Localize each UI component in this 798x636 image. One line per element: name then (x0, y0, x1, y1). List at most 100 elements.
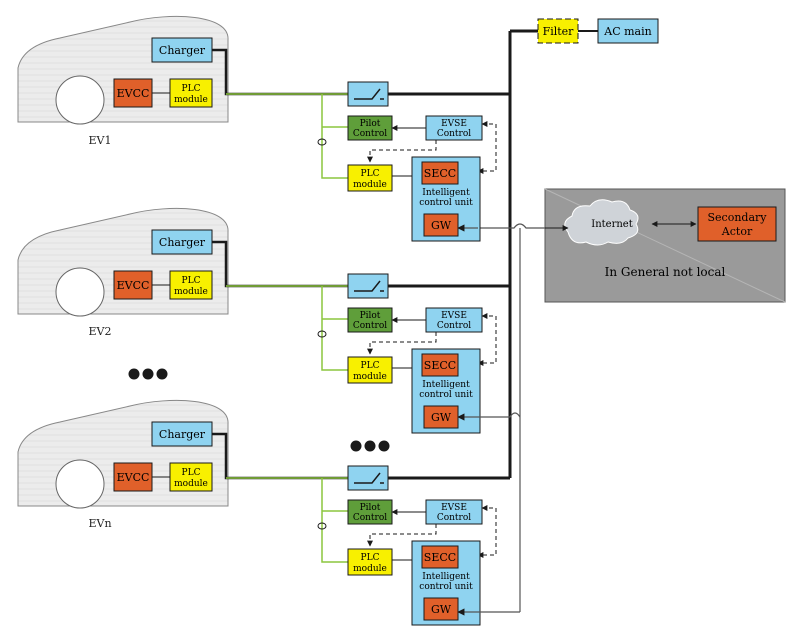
green-branch (321, 94, 348, 179)
station-plc-box (347, 356, 393, 384)
pilot-control-box (347, 115, 393, 141)
evcc-label: EVCC (117, 471, 150, 484)
evcc-box (113, 78, 153, 108)
car-plc-label-1: PLC (182, 468, 201, 478)
icu-label-1: Intelligent (422, 380, 470, 390)
ac-main-box (597, 18, 659, 44)
secondary-actor-label-2: Actor (721, 225, 753, 238)
car-wheel (55, 267, 105, 317)
charger-label: Charger (159, 236, 206, 249)
evse-control-label-1: EVSE (441, 311, 467, 321)
icu-label-2: control unit (419, 198, 473, 208)
contactor-box (347, 465, 389, 491)
ev-label: EV1 (89, 134, 112, 147)
secc-box (421, 353, 459, 377)
secc-label: SECC (424, 551, 456, 564)
comm-link (478, 223, 545, 229)
internet-cloud (564, 199, 639, 246)
car-plc-label-1: PLC (182, 84, 201, 94)
secondary-actor-box (697, 206, 777, 242)
secc-label: SECC (424, 167, 456, 180)
evse-control-label-2: Control (437, 129, 471, 139)
station-plc-label-2: module (353, 180, 387, 190)
ev-label: EVn (88, 517, 111, 530)
evse-control-label-1: EVSE (441, 503, 467, 513)
car-wheel (55, 459, 105, 509)
charger-label: Charger (159, 44, 206, 57)
ev-label: EV2 (89, 325, 112, 338)
evse-control-box (425, 307, 483, 333)
evse-control-label-1: EVSE (441, 119, 467, 129)
gw-comm-link (457, 412, 521, 421)
pilot-control-label-1: Pilot (360, 311, 381, 321)
contactor-box (347, 273, 389, 299)
secc-label: SECC (424, 359, 456, 372)
top-supply: Filter AC main (510, 18, 659, 44)
station-plc-label-2: module (353, 372, 387, 382)
charging-unit-n: Charger EVCC PLC module EVn Pilot Contro… (17, 399, 520, 626)
icu-label-2: control unit (419, 582, 473, 592)
car-plc-box (169, 462, 213, 492)
evcc-box (113, 270, 153, 300)
ellipsis-stations (350, 440, 390, 452)
charger-box (151, 229, 213, 255)
station-plc-box (347, 164, 393, 192)
ferrite-icon (317, 138, 327, 146)
secc-box (421, 545, 459, 569)
cloud-caption: In General not local (605, 265, 726, 279)
evse-plc-link (367, 332, 437, 355)
ellipsis-cars (128, 368, 168, 380)
cloud-panel: Internet Secondary Actor In General not … (544, 188, 786, 303)
station-plc-label-2: module (353, 564, 387, 574)
gw-label: GW (431, 411, 452, 424)
evcc-label: EVCC (117, 279, 150, 292)
charging-unit-1: Charger EVCC PLC module EV1 Pilot Contro… (17, 15, 510, 242)
green-branch (321, 478, 348, 563)
evse-control-label-2: Control (437, 321, 471, 331)
secc-box (421, 161, 459, 185)
car-wheel (55, 75, 105, 125)
green-branch (321, 286, 348, 371)
power-cable (212, 240, 348, 288)
icu-label-1: Intelligent (422, 572, 470, 582)
pilot-control-label-2: Control (353, 129, 387, 139)
power-cable (212, 48, 348, 96)
power-cable (212, 432, 348, 480)
evse-secc-link (477, 313, 497, 366)
evcc-label: EVCC (117, 87, 150, 100)
station-plc-box (347, 548, 393, 576)
icu-label-1: Intelligent (422, 188, 470, 198)
pilot-control-label-1: Pilot (360, 503, 381, 513)
gw-label: GW (431, 219, 452, 232)
car-plc-label-2: module (174, 287, 208, 297)
charging-unit-2: Charger EVCC PLC module EV2 Pilot Contro… (17, 207, 521, 434)
ac-main-label: AC main (603, 25, 651, 38)
evse-secc-link (477, 505, 497, 558)
car-plc-box (169, 270, 213, 300)
car-plc-box (169, 78, 213, 108)
station-plc-label-1: PLC (361, 169, 380, 179)
internet-label: Internet (591, 219, 632, 230)
car-plc-label-2: module (174, 95, 208, 105)
evse-plc-link (367, 524, 437, 547)
pilot-control-label-2: Control (353, 513, 387, 523)
evse-secc-link (477, 121, 497, 174)
charger-box (151, 421, 213, 447)
car-plc-label-2: module (174, 479, 208, 489)
icu-label-2: control unit (419, 390, 473, 400)
station-plc-label-1: PLC (361, 553, 380, 563)
switch-symbol (354, 472, 384, 484)
pilot-control-box (347, 307, 393, 333)
pilot-control-label-1: Pilot (360, 119, 381, 129)
ferrite-icon (317, 330, 327, 338)
filter-label: Filter (543, 25, 575, 38)
pilot-control-label-2: Control (353, 321, 387, 331)
evse-plc-link (367, 140, 437, 163)
evse-control-label-2: Control (437, 513, 471, 523)
evcc-box (113, 462, 153, 492)
switch-symbol (354, 88, 384, 100)
secondary-actor-label-1: Secondary (708, 211, 768, 224)
charger-label: Charger (159, 428, 206, 441)
contactor-box (347, 81, 389, 107)
